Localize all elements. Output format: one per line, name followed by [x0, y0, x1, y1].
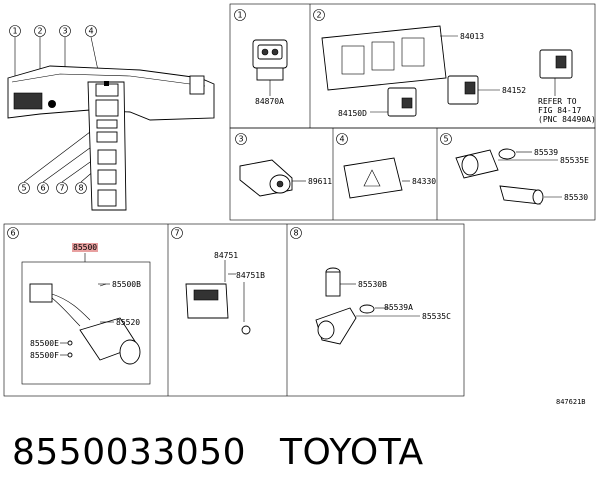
svg-text:8: 8	[293, 229, 298, 238]
svg-text:3: 3	[62, 27, 67, 36]
svg-text:5: 5	[21, 184, 26, 193]
section-number-7: 7	[171, 227, 183, 239]
svg-text:4: 4	[339, 135, 344, 144]
highlighted-part	[72, 243, 98, 252]
lighter-socket-assembly: 85530B 85539A 85535C	[315, 267, 451, 345]
part-85520[interactable]: 85520	[116, 318, 140, 327]
part-85530B[interactable]: 85530B	[358, 280, 387, 289]
svg-text:6: 6	[40, 184, 45, 193]
section-number-2: 2	[313, 9, 325, 21]
footer: 8550033050 TOYOTA	[12, 432, 424, 473]
section-number-8: 8	[290, 227, 302, 239]
section-number-4: 4	[336, 133, 348, 145]
part-84751[interactable]: 84751	[214, 251, 238, 260]
switch-assembly-1: 84870A	[252, 39, 288, 106]
diagram-code: 847621B	[556, 398, 586, 406]
part-84330[interactable]: 84330	[412, 177, 436, 186]
footer-brand: TOYOTA	[280, 432, 424, 473]
svg-text:5: 5	[443, 135, 448, 144]
parts-diagram: 1 2 3 4 5 6 7 8 1 2 3 4 5 6 7 8	[3, 3, 596, 406]
part-89611[interactable]: 89611	[308, 177, 332, 186]
part-84870A[interactable]: 84870A	[255, 97, 284, 106]
hazard-switch-84330: 84330	[343, 157, 436, 199]
part-85500F[interactable]: 85500F	[30, 351, 59, 360]
cigarette-lighter-assembly: 85539 85535E 85530	[455, 148, 589, 205]
ref-note-line-3: (PNC 84490A)	[538, 115, 596, 124]
part-84150D[interactable]: 84150D	[338, 109, 367, 118]
frame-middle	[229, 127, 596, 221]
svg-text:8: 8	[78, 184, 83, 193]
lighter-harness-assembly: 85500 85500B 85520 85500E 85500F	[21, 243, 151, 385]
part-85500B[interactable]: 85500B	[112, 280, 141, 289]
section-number-5: 5	[440, 133, 452, 145]
svg-text:3: 3	[238, 135, 243, 144]
ref-note-line-1: REFER TO	[538, 97, 577, 106]
section-number-6: 6	[7, 227, 19, 239]
part-85539A[interactable]: 85539A	[384, 303, 413, 312]
svg-text:1: 1	[237, 11, 242, 20]
dashboard-overview: 1 2 3 4 5 6 7 8	[7, 25, 215, 211]
switch-module-84751: 84751 84751B	[185, 251, 265, 335]
part-84013[interactable]: 84013	[460, 32, 484, 41]
part-85535E[interactable]: 85535E	[560, 156, 589, 165]
part-84152[interactable]: 84152	[502, 86, 526, 95]
ref-note-line-2: FIG 84-17	[538, 106, 582, 115]
svg-text:1: 1	[12, 27, 17, 36]
push-switch-89611: 89611	[239, 159, 332, 197]
svg-text:7: 7	[59, 184, 64, 193]
svg-text:2: 2	[316, 11, 321, 20]
part-85500[interactable]: 85500	[73, 243, 97, 252]
part-85539[interactable]: 85539	[534, 148, 558, 157]
switch-bezel: 84013 84152 84150D REFER TO FIG 84-17 (P…	[321, 25, 596, 124]
svg-text:4: 4	[88, 27, 93, 36]
svg-text:2: 2	[37, 27, 42, 36]
part-85500E[interactable]: 85500E	[30, 339, 59, 348]
svg-text:7: 7	[174, 229, 179, 238]
frame-bottom	[3, 223, 465, 397]
part-84751B[interactable]: 84751B	[236, 271, 265, 280]
part-85535C[interactable]: 85535C	[422, 312, 451, 321]
svg-text:6: 6	[10, 229, 15, 238]
part-85530[interactable]: 85530	[564, 193, 588, 202]
footer-part-number: 8550033050	[12, 432, 247, 473]
section-number-1: 1	[234, 9, 246, 21]
section-number-3: 3	[235, 133, 247, 145]
